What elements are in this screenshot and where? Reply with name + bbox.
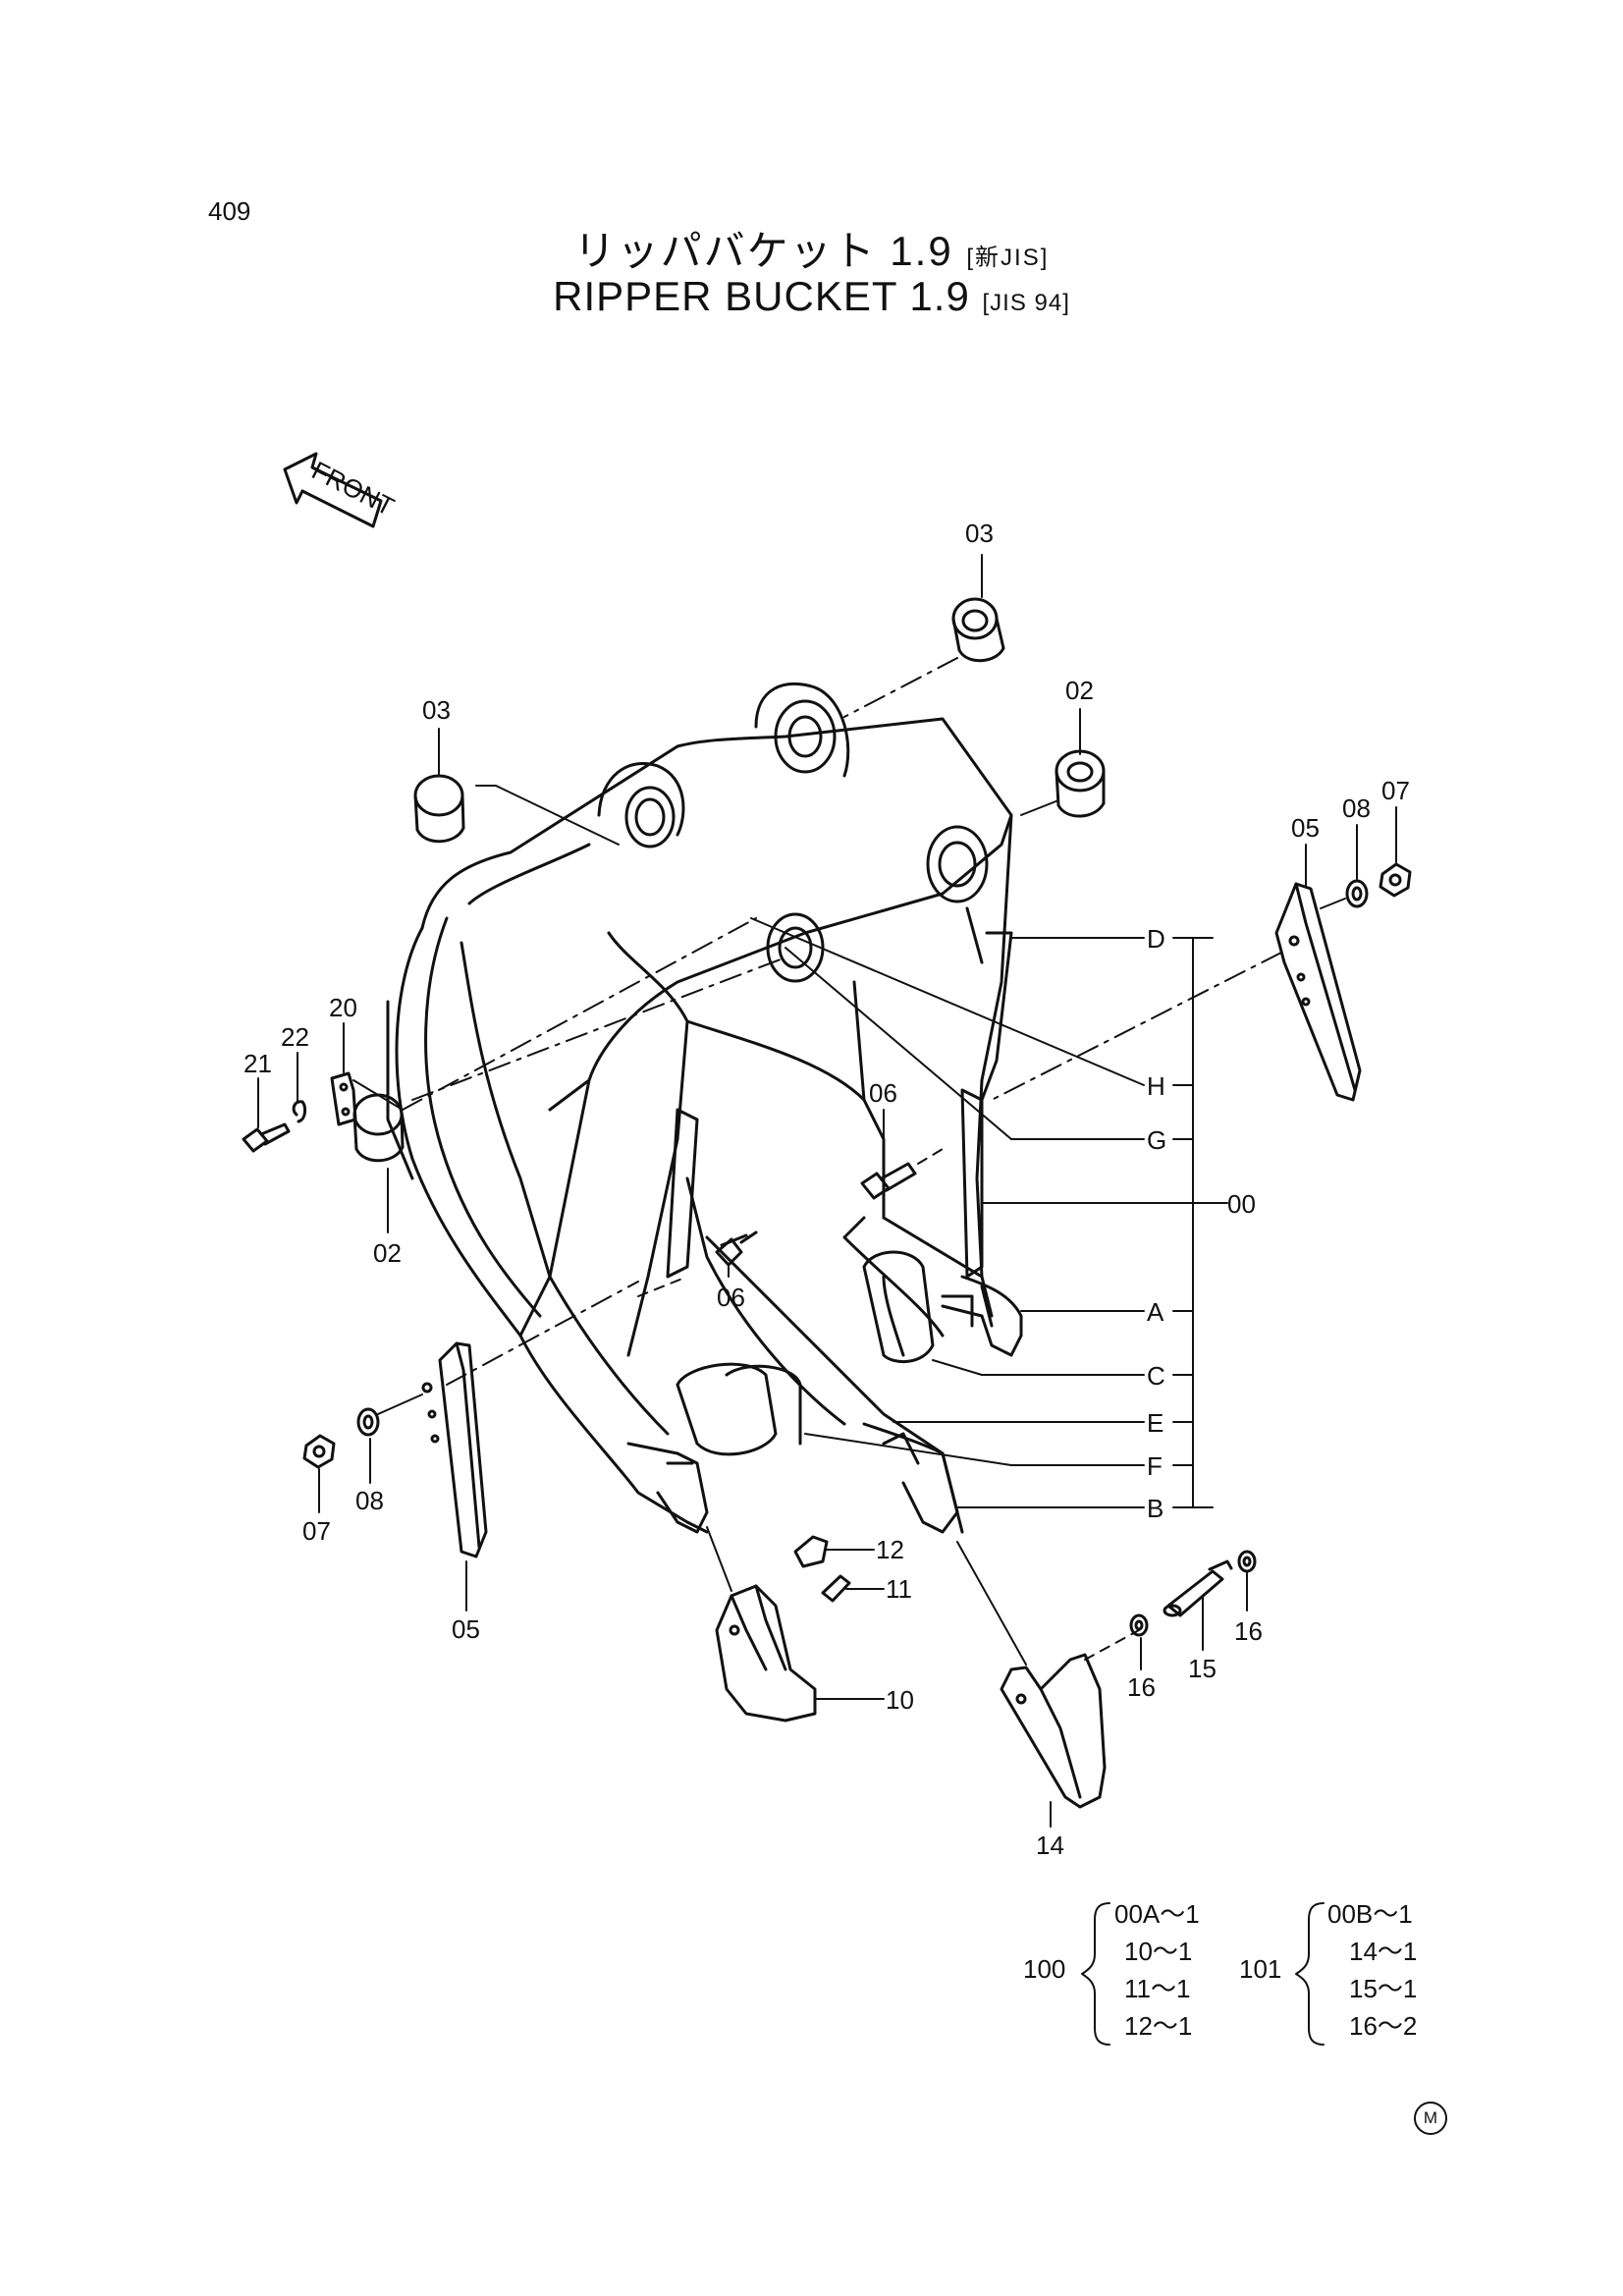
title-jp-text: リッパバケット 1.9 bbox=[573, 228, 953, 274]
label-05-left: 05 bbox=[452, 1614, 480, 1644]
side-cutter-05-left bbox=[421, 1281, 639, 1612]
kit-101-item: 16～2 bbox=[1349, 2011, 1418, 2041]
callout-b: B bbox=[1147, 1494, 1163, 1523]
washer-22 bbox=[292, 1052, 307, 1123]
title-japanese: リッパバケット 1.9 [新JIS] bbox=[0, 218, 1623, 278]
kit-101-id: 101 bbox=[1239, 1954, 1282, 1984]
side-cutter-05-right bbox=[991, 844, 1362, 1102]
label-16-left: 16 bbox=[1127, 1672, 1156, 1702]
kit-101-item: 14～1 bbox=[1349, 1937, 1418, 1966]
washer-16-right bbox=[1237, 1550, 1257, 1612]
callout-d: D bbox=[1147, 924, 1165, 954]
washer-08-right bbox=[1320, 824, 1369, 909]
kit-100-item: 11～1 bbox=[1124, 1974, 1191, 2003]
kit-100-item: 10～1 bbox=[1124, 1937, 1193, 1966]
bushing-03-top bbox=[843, 554, 1005, 718]
label-03-left: 03 bbox=[422, 695, 451, 725]
kit-100-brace bbox=[1081, 1902, 1110, 2046]
front-arrow-icon: FRONT bbox=[283, 452, 400, 528]
front-arrow-label: FRONT bbox=[307, 456, 400, 521]
label-14: 14 bbox=[1036, 1831, 1064, 1860]
label-06-center: 06 bbox=[717, 1283, 745, 1312]
lock-12 bbox=[793, 1535, 875, 1568]
label-05-right: 05 bbox=[1291, 813, 1320, 843]
pin-11 bbox=[821, 1574, 885, 1603]
kit-101-items: 00B～1 14～1 15～1 16～2 bbox=[1327, 1895, 1417, 2045]
label-10: 10 bbox=[886, 1685, 914, 1715]
label-08-right: 08 bbox=[1342, 793, 1371, 823]
label-08-left: 08 bbox=[355, 1486, 384, 1515]
bolt-06-right bbox=[860, 1109, 944, 1200]
page-number: 409 bbox=[208, 196, 251, 226]
callout-e: E bbox=[1147, 1408, 1163, 1438]
label-12: 12 bbox=[876, 1535, 904, 1564]
washer-16-left bbox=[1129, 1613, 1149, 1670]
label-21: 21 bbox=[243, 1049, 272, 1078]
kit-100-id: 100 bbox=[1023, 1954, 1066, 1984]
title-en-tag: [JIS 94] bbox=[982, 290, 1070, 316]
callout-a: A bbox=[1147, 1297, 1164, 1327]
label-15: 15 bbox=[1188, 1654, 1217, 1683]
plate-20 bbox=[330, 917, 757, 1126]
bushing-02-top bbox=[1020, 708, 1106, 818]
tooth-10 bbox=[706, 1526, 885, 1722]
label-22: 22 bbox=[281, 1022, 309, 1052]
washer-08-left bbox=[356, 1394, 423, 1484]
bushing-03-left bbox=[413, 728, 620, 846]
title-jp-tag: [新JIS] bbox=[966, 245, 1050, 271]
callout-bracket bbox=[750, 917, 1228, 1508]
bolt-06-center bbox=[637, 1230, 758, 1297]
kit-100-item: 12～1 bbox=[1124, 2011, 1193, 2041]
tooth-14 bbox=[956, 1541, 1107, 1828]
label-20: 20 bbox=[329, 993, 357, 1022]
nut-07-left bbox=[302, 1434, 336, 1513]
kit-100-items: 00A～1 10～1 11～1 12～1 bbox=[1114, 1895, 1200, 2045]
label-07-right: 07 bbox=[1381, 776, 1410, 805]
kit-101-brace bbox=[1295, 1902, 1325, 2046]
bucket-body bbox=[386, 682, 1023, 1534]
title-english: RIPPER BUCKET 1.9 [JIS 94] bbox=[0, 273, 1623, 320]
label-03-top: 03 bbox=[965, 519, 994, 548]
callout-h: H bbox=[1147, 1071, 1165, 1101]
label-06-right: 06 bbox=[869, 1078, 897, 1108]
label-11: 11 bbox=[886, 1574, 912, 1604]
callout-f: F bbox=[1147, 1451, 1163, 1481]
nut-07-right bbox=[1379, 806, 1412, 898]
label-07-left: 07 bbox=[302, 1516, 331, 1546]
label-00: 00 bbox=[1227, 1189, 1256, 1219]
pin-15 bbox=[1084, 1559, 1233, 1661]
bolt-21 bbox=[242, 1077, 291, 1153]
title-en-text: RIPPER BUCKET 1.9 bbox=[553, 273, 970, 319]
kit-100-item: 00A～1 bbox=[1114, 1899, 1200, 1929]
corner-mark: M bbox=[1414, 2102, 1447, 2135]
label-16-right: 16 bbox=[1234, 1616, 1263, 1646]
callout-g: G bbox=[1147, 1125, 1166, 1155]
kit-101-item: 15～1 bbox=[1349, 1974, 1418, 2003]
label-02-left: 02 bbox=[373, 1238, 402, 1268]
label-02-top: 02 bbox=[1065, 676, 1094, 705]
kit-101-item: 00B～1 bbox=[1327, 1899, 1413, 1929]
callout-c: C bbox=[1147, 1361, 1165, 1391]
